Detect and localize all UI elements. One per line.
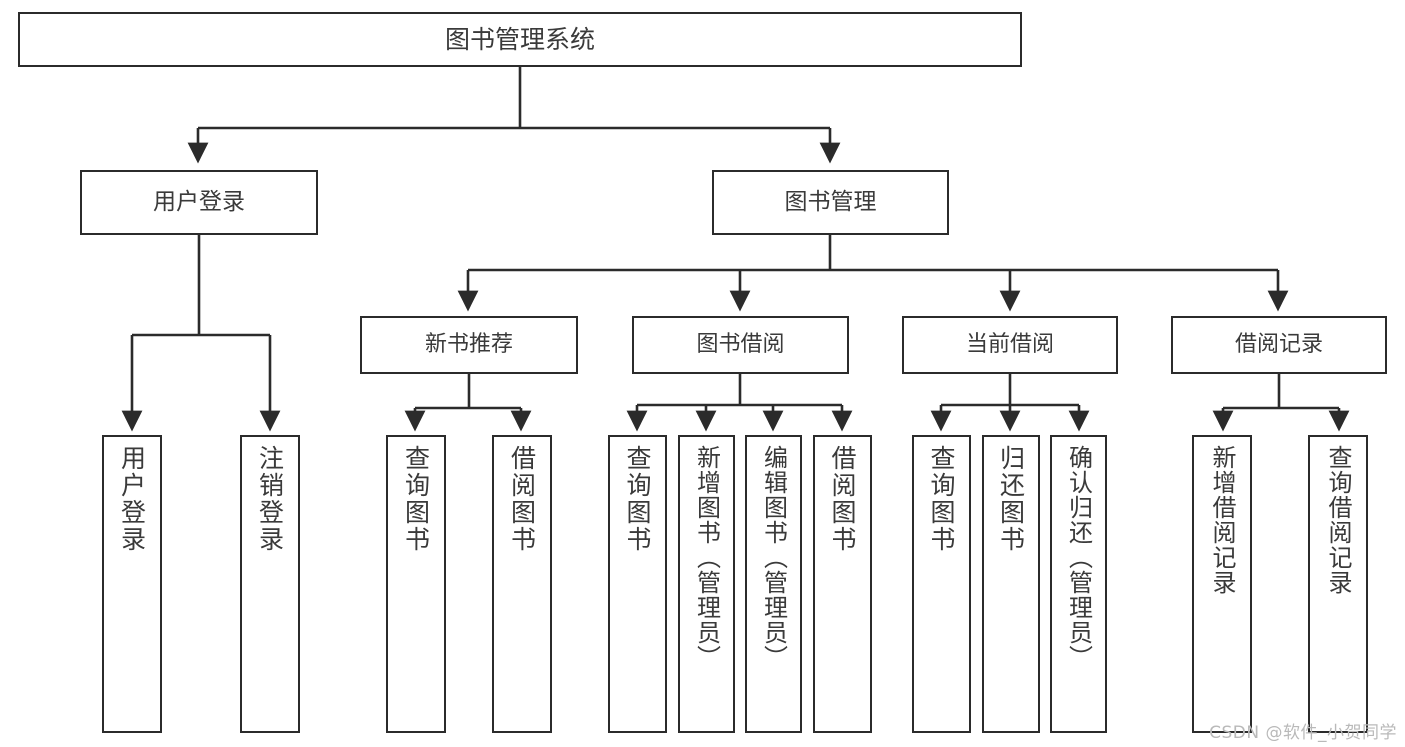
node-borrow-record-label: 借阅记录 [1234,332,1323,358]
node-leaf-query-book-1-label: 查询图书 [401,445,431,553]
node-leaf-add-book-label: 新增图书（管理员） [692,445,721,670]
node-root[interactable]: 图书管理系统 [18,12,1022,67]
node-leaf-user-login-label: 用户登录 [117,445,147,553]
node-leaf-add-record[interactable]: 新增借阅记录 [1192,435,1252,733]
node-book-manage-label: 图书管理 [784,188,877,215]
csdn-watermark: CSDN @软件_小贺同学 [1209,723,1397,743]
node-leaf-borrow-book-1[interactable]: 借阅图书 [492,435,552,733]
node-leaf-add-book[interactable]: 新增图书（管理员） [678,435,735,733]
node-book-borrow[interactable]: 图书借阅 [632,316,849,374]
node-borrow-record[interactable]: 借阅记录 [1171,316,1387,374]
node-leaf-return-book-label: 归还图书 [996,445,1026,553]
node-leaf-add-record-label: 新增借阅记录 [1208,445,1236,595]
node-leaf-edit-book-label: 编辑图书（管理员） [759,445,788,670]
node-leaf-query-book-2-label: 查询图书 [623,445,652,553]
node-leaf-query-record[interactable]: 查询借阅记录 [1308,435,1368,733]
node-current-borrow-label: 当前借阅 [965,332,1054,358]
node-leaf-logout[interactable]: 注销登录 [240,435,300,733]
node-leaf-query-book-3[interactable]: 查询图书 [912,435,971,733]
node-leaf-return-book[interactable]: 归还图书 [982,435,1040,733]
node-leaf-query-record-label: 查询借阅记录 [1324,445,1352,595]
node-leaf-logout-label: 注销登录 [255,445,285,553]
node-user-login-label: 用户登录 [153,188,245,215]
node-leaf-query-book-1[interactable]: 查询图书 [386,435,446,733]
node-leaf-borrow-book-1-label: 借阅图书 [507,445,537,553]
node-book-manage[interactable]: 图书管理 [712,170,949,235]
node-leaf-user-login[interactable]: 用户登录 [102,435,162,733]
node-current-borrow[interactable]: 当前借阅 [902,316,1118,374]
node-leaf-query-book-3-label: 查询图书 [927,445,956,553]
node-book-borrow-label: 图书借阅 [696,332,785,358]
node-user-login[interactable]: 用户登录 [80,170,318,235]
node-new-book-rec-label: 新书推荐 [424,332,513,358]
node-leaf-borrow-book-2[interactable]: 借阅图书 [813,435,872,733]
node-leaf-edit-book[interactable]: 编辑图书（管理员） [745,435,802,733]
node-leaf-confirm-return-label: 确认归还（管理员） [1064,445,1093,670]
node-leaf-confirm-return[interactable]: 确认归还（管理员） [1050,435,1107,733]
node-new-book-rec[interactable]: 新书推荐 [360,316,578,374]
node-leaf-borrow-book-2-label: 借阅图书 [828,445,857,553]
node-leaf-query-book-2[interactable]: 查询图书 [608,435,667,733]
node-root-label: 图书管理系统 [444,24,595,54]
